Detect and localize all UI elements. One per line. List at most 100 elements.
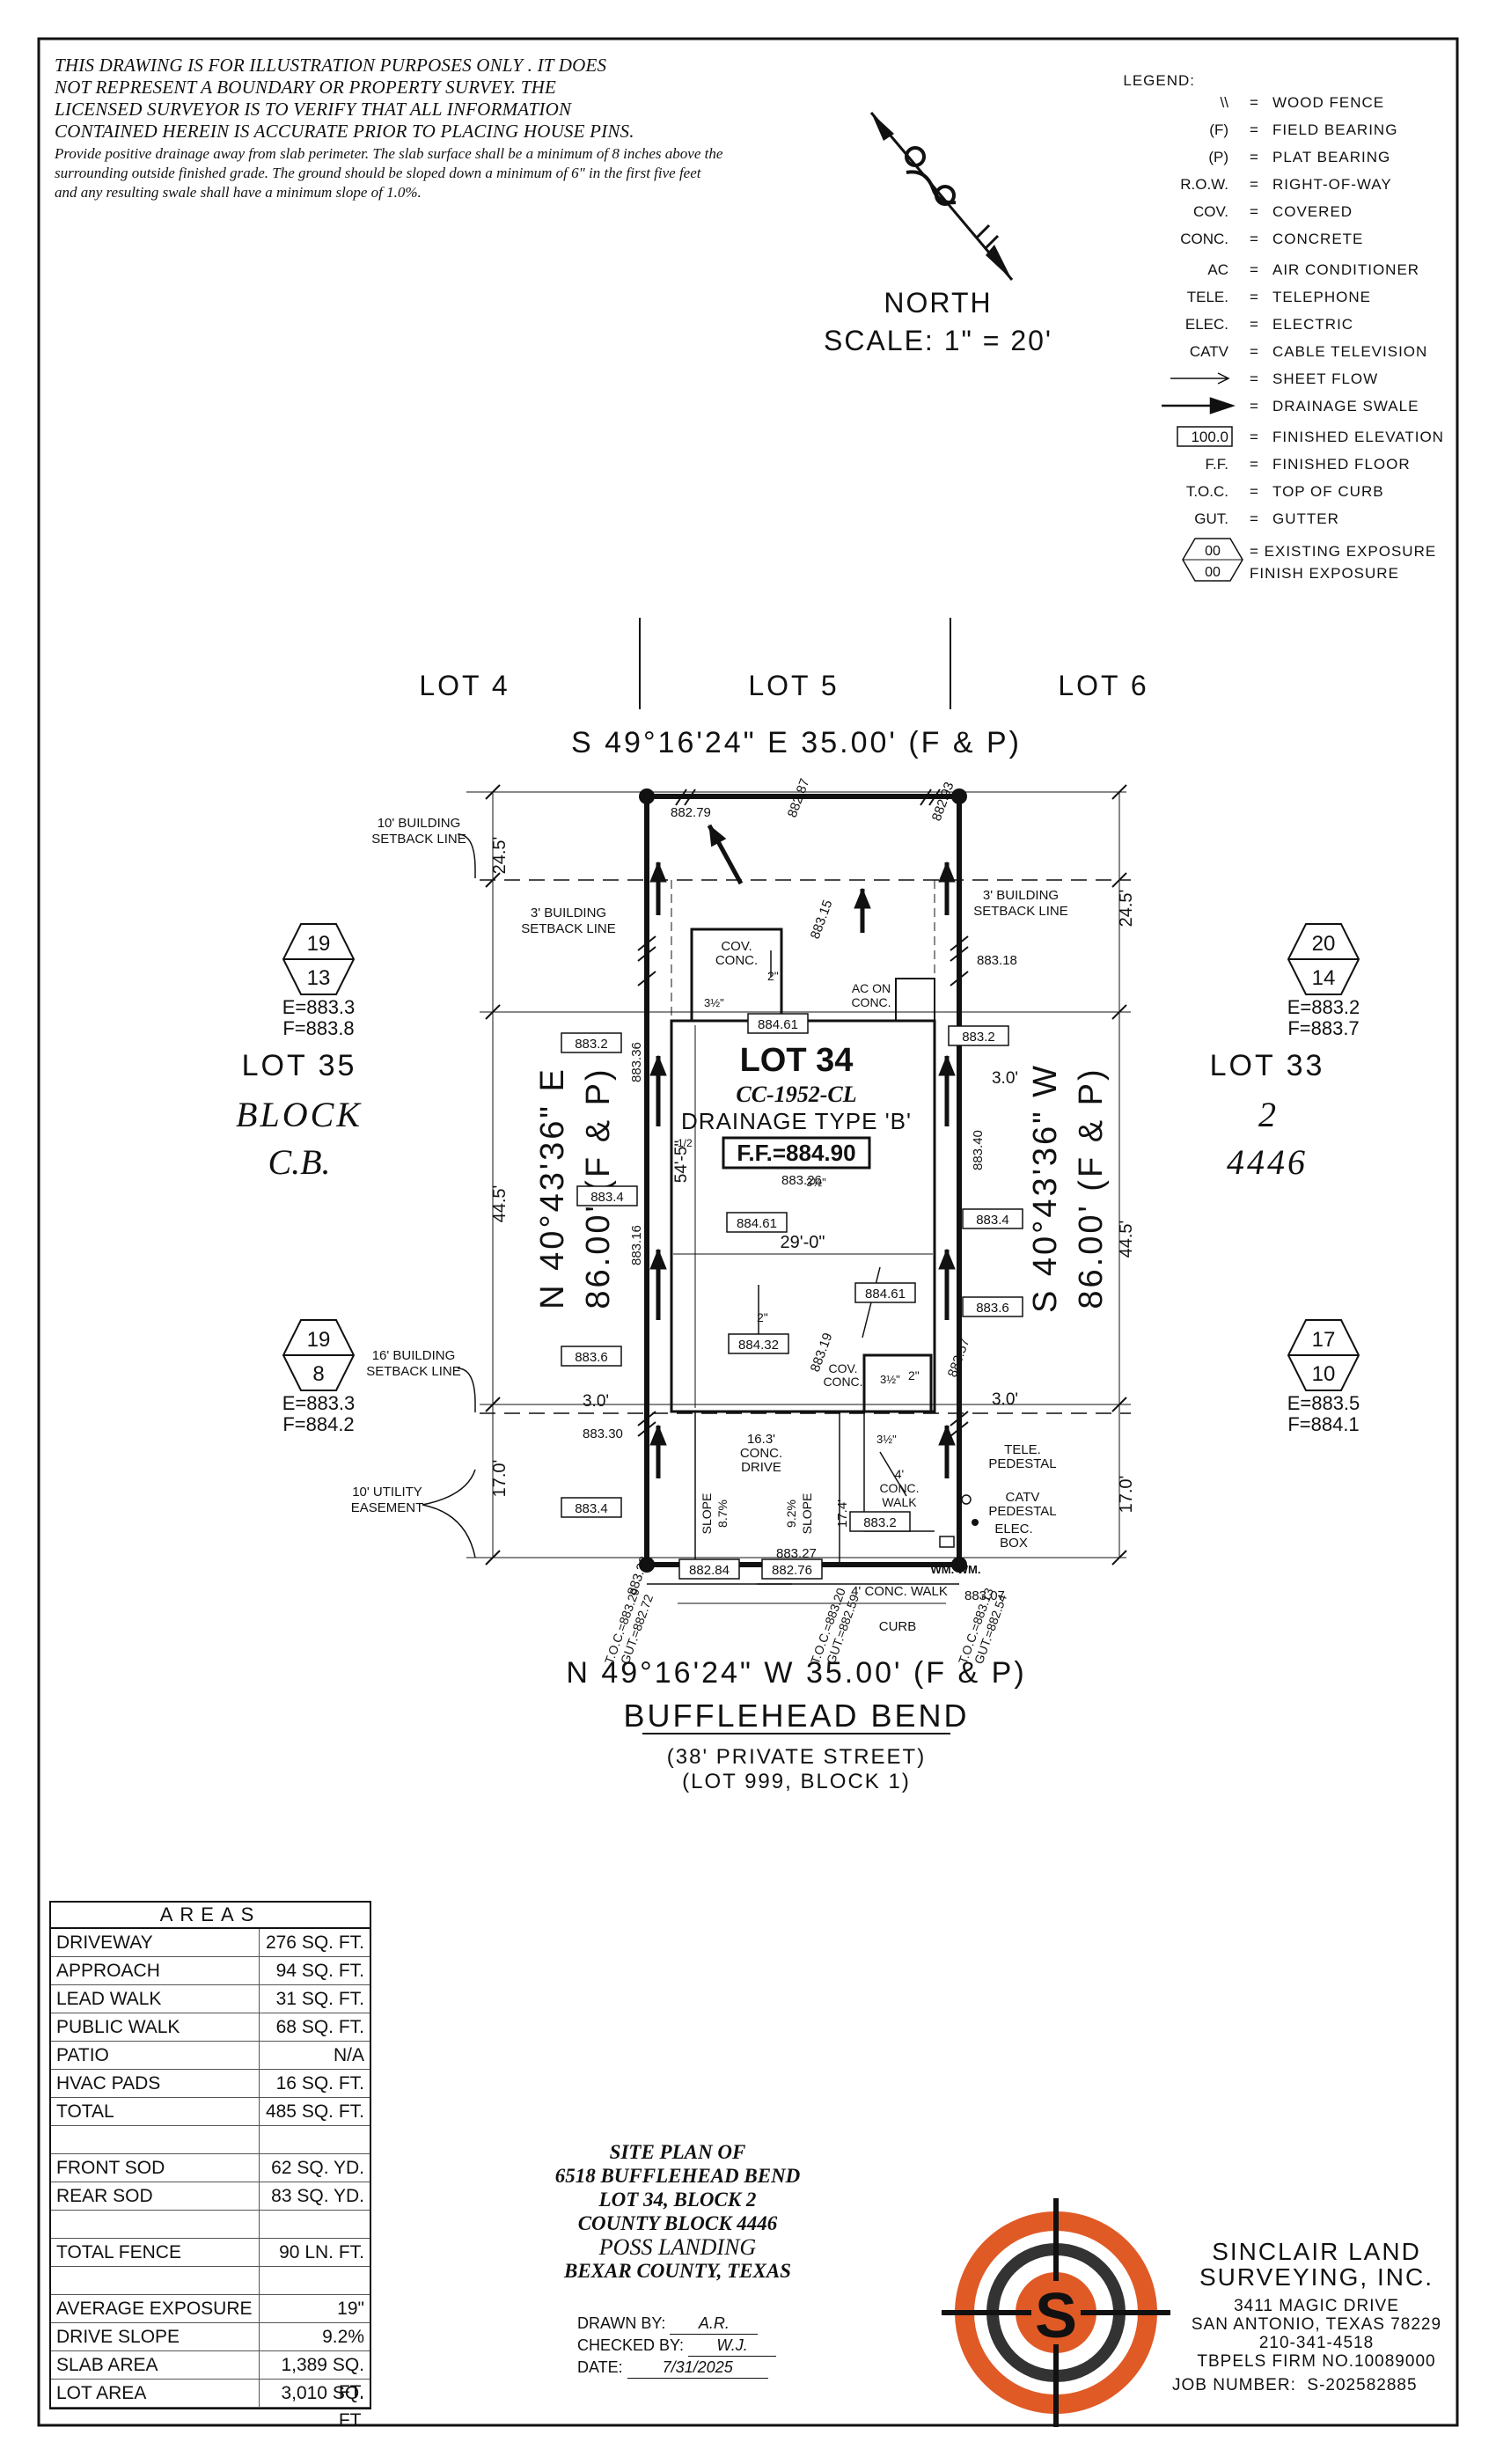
legend-symbol: GUT.	[1194, 510, 1228, 527]
drainage-swale-arrow-icon	[1162, 397, 1236, 414]
sheet-border	[37, 37, 1459, 2427]
cov-conc-rear-label: CONC.	[715, 953, 758, 968]
company-block: SINCLAIR LAND SURVEYING, INC. 3411 MAGIC…	[1158, 2239, 1475, 2398]
exposure-elevation: E=883.3	[282, 1392, 356, 1414]
setback-10-label: 10' BUILDING	[378, 816, 461, 831]
title-line: COUNTY BLOCK 4446	[577, 2212, 778, 2234]
finished-elevation: 883.2	[863, 1515, 897, 1530]
areas-label: DRIVE SLOPE	[51, 2323, 260, 2350]
exposure-elevation: E=883.5	[1287, 1392, 1360, 1414]
step-height-label: 3½"	[704, 996, 724, 1009]
lot-4-label: LOT 4	[419, 670, 510, 701]
legend-equals: =	[1250, 429, 1258, 445]
company-address: SAN ANTONIO, TEXAS 78229	[1191, 2315, 1442, 2334]
company-address: 3411 MAGIC DRIVE	[1234, 2297, 1399, 2315]
house-width-label: 29'-0"	[781, 1233, 825, 1252]
legend: LEGEND:	[1091, 67, 1470, 94]
areas-row	[51, 2126, 370, 2154]
date-value: 7/31/2025	[627, 2357, 768, 2379]
street-type: (38' PRIVATE STREET)	[667, 1745, 926, 1769]
areas-value: 16 SQ. FT.	[275, 2073, 364, 2094]
existing-elevation: 883.40	[971, 1130, 986, 1170]
setback-3-right-label: SETBACK LINE	[973, 904, 1068, 919]
tele-label: PEDESTAL	[988, 1456, 1056, 1471]
legend-equals: =	[1250, 456, 1258, 473]
sheet-flow-arrow-icon	[1170, 372, 1230, 385]
catv-label: PEDESTAL	[988, 1504, 1056, 1519]
elec-label: BOX	[1000, 1536, 1028, 1551]
covered-concrete-rear	[690, 928, 783, 1023]
scale-label: SCALE: 1" = 20'	[824, 325, 1052, 356]
elevation-box	[948, 1025, 1009, 1046]
areas-label: DRIVEWAY	[51, 1929, 260, 1956]
areas-label: LEAD WALK	[51, 1985, 260, 2013]
areas-label: HVAC PADS	[51, 2070, 260, 2097]
areas-row	[51, 2267, 370, 2295]
bottom-bearing: N 49°16'24" W 35.00' (F & P)	[566, 1656, 1026, 1690]
dimension-ticks	[485, 784, 1127, 1566]
slope-left-value: 8.7%	[715, 1500, 730, 1528]
existing-elevation: 883.57	[945, 1336, 973, 1379]
legend-symbol: F.F.	[1206, 456, 1228, 473]
finished-elevation: 883.6	[976, 1301, 1009, 1316]
dim-3-left-rear: 3.0'	[583, 1392, 609, 1411]
dim-3-right-rear: 3.0'	[992, 1390, 1018, 1409]
legend-equals: =	[1250, 343, 1258, 360]
legend-symbol: \\	[1221, 94, 1229, 111]
legend-desc: GUTTER	[1272, 510, 1339, 527]
legend-elevation-box	[1177, 426, 1233, 447]
lot-35-label: LOT 35	[242, 1049, 357, 1082]
legend-equals: =	[1250, 398, 1258, 414]
title-block: SITE PLAN OF 6518 BUFFLEHEAD BEND LOT 34…	[493, 2140, 862, 2283]
finished-elevation: 882.76	[772, 1563, 812, 1578]
cov-conc-rear-label: COV.	[721, 939, 752, 954]
finished-elevation: 884.32	[738, 1338, 779, 1353]
areas-value: 83 SQ. YD.	[271, 2186, 364, 2206]
finished-elevation: 884.61	[758, 1017, 798, 1032]
elevation-box	[561, 1032, 622, 1053]
existing-elevation: 883.36	[629, 1042, 644, 1082]
title-line: BEXAR COUNTY, TEXAS	[564, 2260, 791, 2282]
walk-width: 4'	[895, 1467, 904, 1481]
elevation-box	[678, 1558, 740, 1580]
company-phone: 210-341-4518	[1258, 2334, 1375, 2352]
areas-value: 485 SQ. FT.	[265, 2101, 364, 2122]
elevation-box	[962, 1208, 1023, 1229]
dim-44-5-left: 44.5'	[490, 1185, 510, 1223]
curb-label: CURB	[879, 1619, 917, 1634]
areas-value: 3,010 SQ. FT.	[281, 2383, 364, 2431]
dim-3-right: 3.0'	[992, 1069, 1018, 1088]
utility-easement-label: EASEMENT	[351, 1500, 424, 1515]
legend-equals: =	[1250, 316, 1258, 333]
setback-10-label: SETBACK LINE	[371, 832, 466, 847]
existing-elevation: 883.16	[629, 1225, 644, 1265]
elec-label: ELEC.	[994, 1522, 1032, 1536]
legend-equals: =	[1250, 94, 1258, 111]
exposure-value: 20	[1312, 932, 1336, 956]
step-height-label: 3½"	[876, 1433, 897, 1446]
exposure-elevation: F=884.2	[282, 1413, 354, 1435]
legend-desc: FINISHED FLOOR	[1272, 456, 1411, 473]
sheet-flow-arrow-icon	[879, 1451, 907, 1497]
right-distance: 86.00' (F & P)	[1073, 1067, 1110, 1309]
dim-44-5-right: 44.5'	[1117, 1221, 1136, 1258]
areas-value: 90 LN. FT.	[279, 2242, 364, 2262]
exposure-elevation: E=883.2	[1287, 996, 1360, 1018]
legend-desc: SHEET FLOW	[1272, 370, 1378, 387]
arrowhead-icon	[938, 1424, 956, 1446]
slope-right-label: SLOPE	[800, 1493, 814, 1535]
legend-desc: CABLE TELEVISION	[1272, 343, 1427, 360]
job-number: S-202582885	[1307, 2376, 1418, 2394]
leader-line	[457, 833, 476, 878]
finished-floor: F.F.=884.90	[737, 1140, 855, 1166]
arrowhead-icon	[938, 1054, 956, 1076]
conc-drive-label: DRIVE	[741, 1460, 781, 1475]
existing-elevation: 883.07	[964, 1588, 1005, 1603]
legend-exposure-value: 00	[1205, 565, 1221, 580]
title-line: SITE PLAN OF	[609, 2141, 746, 2163]
drawn-block: DRAWN BY: A.R. CHECKED BY: W.J. DATE: 7/…	[577, 2313, 777, 2379]
exposure-value: 8	[312, 1362, 324, 1386]
areas-label	[51, 2126, 260, 2153]
